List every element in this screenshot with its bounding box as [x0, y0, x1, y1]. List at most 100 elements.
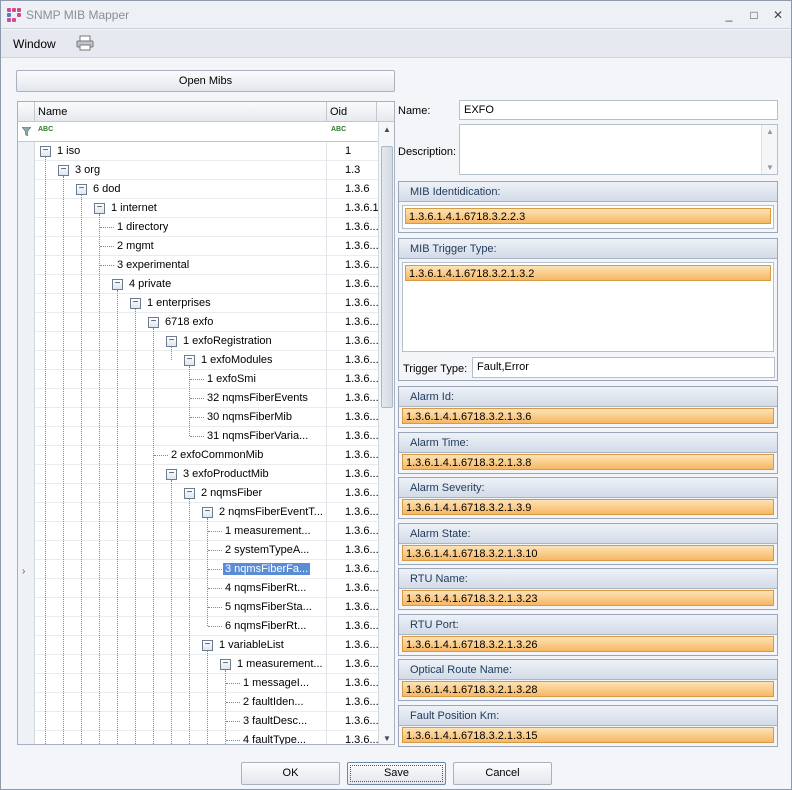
collapse-icon[interactable]: − — [76, 184, 87, 195]
tree-node-name[interactable]: 2 exfoCommonMib — [171, 449, 264, 461]
field-value[interactable]: 1.3.6.1.4.1.6718.3.2.1.3.10 — [402, 544, 774, 561]
collapse-icon[interactable]: − — [130, 298, 141, 309]
tree-node-name[interactable]: 2 systemTypeA... — [225, 544, 310, 556]
tree-node-name[interactable]: 3 experimental — [117, 259, 190, 271]
tree-row[interactable]: 31 nqmsFiberVaria...1.3.6.... — [35, 427, 382, 446]
tree-row[interactable]: 4 nqmsFiberRt...1.3.6.... — [35, 579, 382, 598]
column-header-oid[interactable]: Oid — [327, 102, 377, 122]
menu-window[interactable]: Window — [13, 37, 56, 51]
tree-node-name[interactable]: 1 exfoSmi — [207, 373, 256, 385]
field-value[interactable]: 1.3.6.1.4.1.6718.3.2.1.3.23 — [402, 590, 774, 606]
auto-filter-row[interactable]: ABC ABC — [18, 122, 378, 142]
field-value[interactable]: 1.3.6.1.4.1.6718.3.2.1.3.6 — [402, 408, 774, 424]
tree-node-name[interactable]: 2 nqmsFiber — [201, 487, 263, 499]
tree-node-name[interactable]: 32 nqmsFiberEvents — [207, 392, 308, 404]
collapse-icon[interactable]: − — [166, 336, 177, 347]
tree-row[interactable]: 4 faultType...1.3.6.... — [35, 731, 382, 745]
collapse-icon[interactable]: − — [220, 659, 231, 670]
tree-node-name[interactable]: 1 internet — [111, 202, 157, 214]
collapse-icon[interactable]: − — [184, 355, 195, 366]
collapse-icon[interactable]: − — [184, 488, 195, 499]
tree-vertical-scrollbar[interactable]: ▲ ▼ — [378, 122, 394, 744]
tree-node-name[interactable]: 1 enterprises — [147, 297, 211, 309]
tree-node-name[interactable]: 4 faultType... — [243, 734, 306, 745]
tree-node-name[interactable]: 31 nqmsFiberVaria... — [207, 430, 309, 442]
collapse-icon[interactable]: − — [40, 146, 51, 157]
tree-node-name[interactable]: 5 nqmsFiberSta... — [225, 601, 312, 613]
tree-node-name[interactable]: 1 exfoModules — [201, 354, 273, 366]
field-value[interactable]: 1.3.6.1.4.1.6718.3.2.1.3.8 — [402, 453, 774, 470]
tree-node-name[interactable]: 1 directory — [117, 221, 169, 233]
tree-row[interactable]: −2 nqmsFiberEventT...1.3.6.... — [35, 503, 382, 522]
maximize-button[interactable]: □ — [750, 8, 758, 22]
trigger-type-field[interactable]: Fault,Error — [472, 357, 775, 378]
field-value[interactable]: 1.3.6.1.4.1.6718.3.2.1.3.9 — [402, 499, 774, 515]
tree-row[interactable]: 1 messageI...1.3.6.... — [35, 674, 382, 693]
description-field[interactable] — [459, 124, 778, 175]
mib-trigger-type-value[interactable]: 1.3.6.1.4.1.6718.3.2.1.3.2 — [405, 265, 771, 281]
collapse-icon[interactable]: − — [94, 203, 105, 214]
tree-node-name[interactable]: 1 measurement... — [225, 525, 311, 537]
tree-node-name[interactable]: 3 org — [75, 164, 101, 176]
description-scroll-up-icon[interactable]: ▲ — [766, 127, 774, 136]
tree-node-name[interactable]: 3 faultDesc... — [243, 715, 308, 727]
field-value[interactable]: 1.3.6.1.4.1.6718.3.2.1.3.26 — [402, 635, 774, 652]
column-header-name[interactable]: Name — [35, 102, 327, 122]
field-value[interactable]: 1.3.6.1.4.1.6718.3.2.1.3.28 — [402, 681, 774, 697]
tree-node-name[interactable]: 2 faultIden... — [243, 696, 304, 708]
tree-node-name[interactable]: 2 nqmsFiberEventT... — [219, 506, 323, 518]
mib-identification-box[interactable]: 1.3.6.1.4.1.6718.3.2.2.3 — [402, 205, 774, 229]
scroll-down-icon[interactable]: ▼ — [383, 734, 391, 743]
tree-row[interactable]: 1 measurement...1.3.6.... — [35, 522, 382, 541]
close-button[interactable]: ✕ — [772, 8, 784, 22]
minimize-button[interactable]: _ — [725, 8, 733, 22]
tree-row[interactable]: 6 nqmsFiberRt...1.3.6.... — [35, 617, 382, 636]
collapse-icon[interactable]: − — [148, 317, 159, 328]
tree-node-name[interactable]: 30 nqmsFiberMib — [207, 411, 292, 423]
tree-node-name[interactable]: 6 nqmsFiberRt... — [225, 620, 307, 632]
tree-row[interactable]: 3 faultDesc...1.3.6.... — [35, 712, 382, 731]
collapse-icon[interactable]: − — [202, 507, 213, 518]
name-field[interactable]: EXFO — [459, 100, 778, 120]
cancel-button[interactable]: Cancel — [453, 762, 552, 785]
collapse-icon[interactable]: − — [112, 279, 123, 290]
tree-node-name[interactable]: 1 measurement... — [237, 658, 323, 670]
tree-node-name[interactable]: 1 variableList — [219, 639, 284, 651]
field-value[interactable]: 1.3.6.1.4.1.6718.3.2.1.3.15 — [402, 726, 774, 743]
ok-button[interactable]: OK — [241, 762, 340, 785]
tree-node-name[interactable]: 6718 exfo — [165, 316, 214, 328]
tree-node-name[interactable]: 4 nqmsFiberRt... — [225, 582, 307, 594]
tree-row[interactable]: 2 faultIden...1.3.6.... — [35, 693, 382, 712]
tree-row[interactable]: 5 nqmsFiberSta...1.3.6.... — [35, 598, 382, 617]
description-scrollbar[interactable]: ▲ ▼ — [761, 125, 777, 174]
tree-row[interactable]: 3 nqmsFiberFa...1.3.6.... — [35, 560, 382, 579]
save-button[interactable]: Save — [347, 762, 446, 785]
tree-node-name[interactable]: 1 exfoRegistration — [183, 335, 272, 347]
collapse-icon[interactable]: − — [58, 165, 69, 176]
tree-node-name[interactable]: 3 exfoProductMib — [183, 468, 269, 480]
tree-node-name[interactable]: 3 nqmsFiberFa... — [223, 563, 311, 575]
printer-icon[interactable] — [76, 35, 94, 51]
scroll-up-icon[interactable]: ▲ — [383, 125, 391, 134]
tree-node-name[interactable]: 2 mgmt — [117, 240, 154, 252]
tree-node-name[interactable]: 1 messageI... — [243, 677, 310, 689]
collapse-icon[interactable]: − — [166, 469, 177, 480]
scroll-thumb[interactable] — [381, 146, 393, 408]
